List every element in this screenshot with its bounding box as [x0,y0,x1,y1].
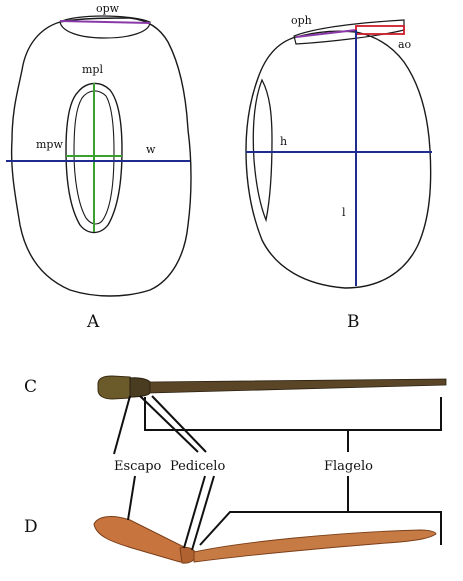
opw-axis [59,20,151,24]
panel-c-letter: C [24,377,37,397]
flagelo-bracket-c [144,397,442,431]
pedicelo-label-bg [166,456,228,474]
label-l: l [342,206,346,219]
pedicelo-line-d1 [183,475,206,549]
panel-a: opw mpl mpw w A [6,2,192,332]
panel-b-letter: B [347,312,360,332]
label-ao: ao [398,38,412,51]
flagelo-label-bg [320,456,376,474]
antenna-c-pedicel [129,377,151,398]
panel-d: D [24,511,442,564]
callout-flagelo: Flagelo [324,459,373,474]
label-oph: oph [291,14,312,27]
callout-lines [113,395,349,551]
callout-pedicelo: Pedicelo [170,459,225,474]
pedicelo-line-c2 [151,395,207,453]
label-opw: opw [96,2,120,15]
mesoplate-outline-outer [65,82,123,234]
panel-d-letter: D [24,517,38,537]
escapo-line-d [127,475,136,521]
label-h: h [280,135,287,148]
label-mpl: mpl [82,63,103,76]
label-mpw: mpw [36,138,63,151]
panel-a-letter: A [86,312,100,332]
panel-a-opening [59,15,151,39]
panel-b-side-plate [252,78,273,223]
antenna-d-scape [93,516,189,563]
antenna-c-scape [97,375,134,400]
callout-escapo: Escapo [114,459,162,474]
antenna-d-flagellum [193,529,437,563]
label-w: w [146,143,156,156]
pedicelo-line-c1 [139,395,199,453]
flagelo-bracket-d [199,511,442,546]
panel-a-outline [10,17,192,297]
pedicelo-line-d2 [191,475,215,551]
oph-axis [295,29,357,38]
panel-c: C [24,375,447,431]
antenna-c-flagellum [149,378,447,394]
panel-b: oph ao h l B [245,14,432,332]
escapo-line-c [113,395,131,455]
ao-box [355,25,405,35]
mesoplate-outline-inner [73,90,115,225]
escapo-label-bg [110,456,158,474]
panel-b-outline [245,30,432,289]
